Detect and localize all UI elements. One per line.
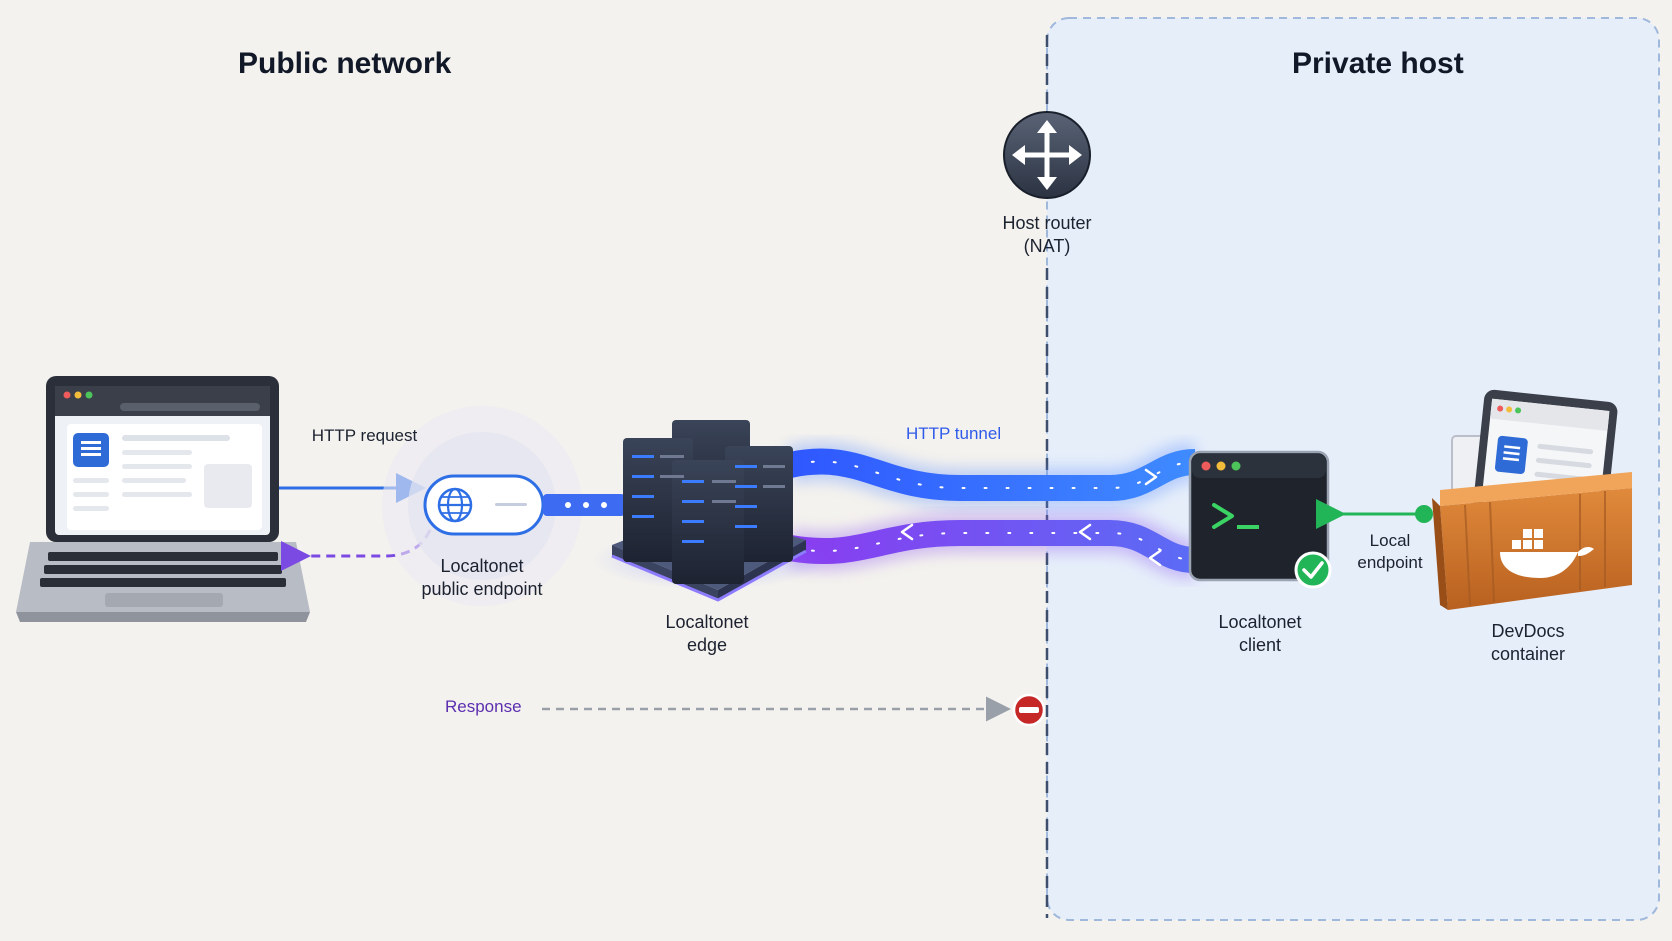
client-label-line2: client bbox=[1238, 635, 1282, 655]
client-label: Localtonet client bbox=[1180, 611, 1340, 657]
response-label: Response bbox=[445, 697, 522, 716]
docker-whale-icon bbox=[1432, 389, 1632, 610]
endpoint-label-line2: public endpoint bbox=[421, 579, 543, 599]
server-cluster-icon bbox=[592, 420, 828, 602]
local-endpoint-label: Local endpoint bbox=[1340, 530, 1440, 574]
endpoint-label-line1: Localtonet bbox=[440, 556, 524, 576]
client-label-line1: Localtonet bbox=[1218, 612, 1302, 632]
public-endpoint-node bbox=[382, 406, 582, 606]
check-badge-icon bbox=[1294, 551, 1332, 589]
container-label-line2: container bbox=[1490, 644, 1566, 664]
edge-label-line2: edge bbox=[686, 635, 728, 655]
terminal-icon bbox=[1188, 450, 1330, 582]
local-endpoint-label-line2: endpoint bbox=[1357, 553, 1423, 572]
router-label: Host router (NAT) bbox=[967, 212, 1127, 258]
endpoint-label: Localtonet public endpoint bbox=[402, 555, 562, 601]
public-network-title: Public network bbox=[238, 47, 452, 80]
container-label-line1: DevDocs bbox=[1491, 621, 1565, 641]
local-endpoint-label-line1: Local bbox=[1369, 531, 1411, 550]
http-request-label: HTTP request bbox=[311, 426, 418, 445]
router-arrows-icon bbox=[1003, 111, 1091, 199]
router-label-line1: Host router bbox=[1002, 213, 1092, 233]
edge-label: Localtonet edge bbox=[627, 611, 787, 657]
private-host-title: Private host bbox=[1292, 47, 1464, 80]
local-endpoint-dot bbox=[1415, 505, 1433, 523]
router-label-line2: (NAT) bbox=[1023, 236, 1071, 256]
http-tunnel bbox=[785, 441, 1197, 580]
laptop-icon bbox=[16, 376, 310, 622]
blocked-icon bbox=[1012, 693, 1046, 727]
container-label: DevDocs container bbox=[1448, 620, 1608, 666]
globe-icon bbox=[437, 487, 473, 523]
edge-label-line1: Localtonet bbox=[665, 612, 749, 632]
http-tunnel-label: HTTP tunnel bbox=[906, 424, 1002, 443]
